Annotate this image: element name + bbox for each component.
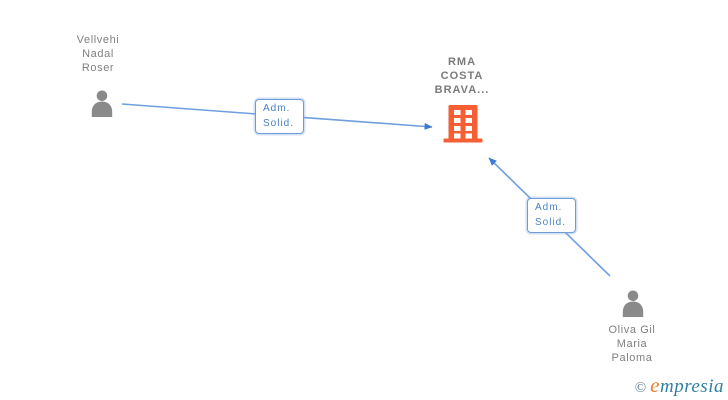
company-name[interactable]: RMA COSTA BRAVA... <box>434 56 490 96</box>
person1-name[interactable]: Vellvehi Nadal Roser <box>76 34 120 74</box>
empresia-logo[interactable]: © empresia <box>635 373 724 398</box>
copyright-icon: © <box>634 380 647 396</box>
person-icon[interactable] <box>87 88 117 118</box>
brand-wordmark: empresia <box>650 373 724 398</box>
building-icon[interactable] <box>443 105 483 143</box>
person-icon[interactable] <box>618 288 648 318</box>
brand-initial: e <box>650 373 660 397</box>
person2-name[interactable]: Oliva Gil Maria Paloma <box>608 324 656 364</box>
edge1-label[interactable]: Adm. Solid. <box>255 99 304 134</box>
edge2-label[interactable]: Adm. Solid. <box>527 198 576 233</box>
brand-rest: mpresia <box>659 376 724 397</box>
